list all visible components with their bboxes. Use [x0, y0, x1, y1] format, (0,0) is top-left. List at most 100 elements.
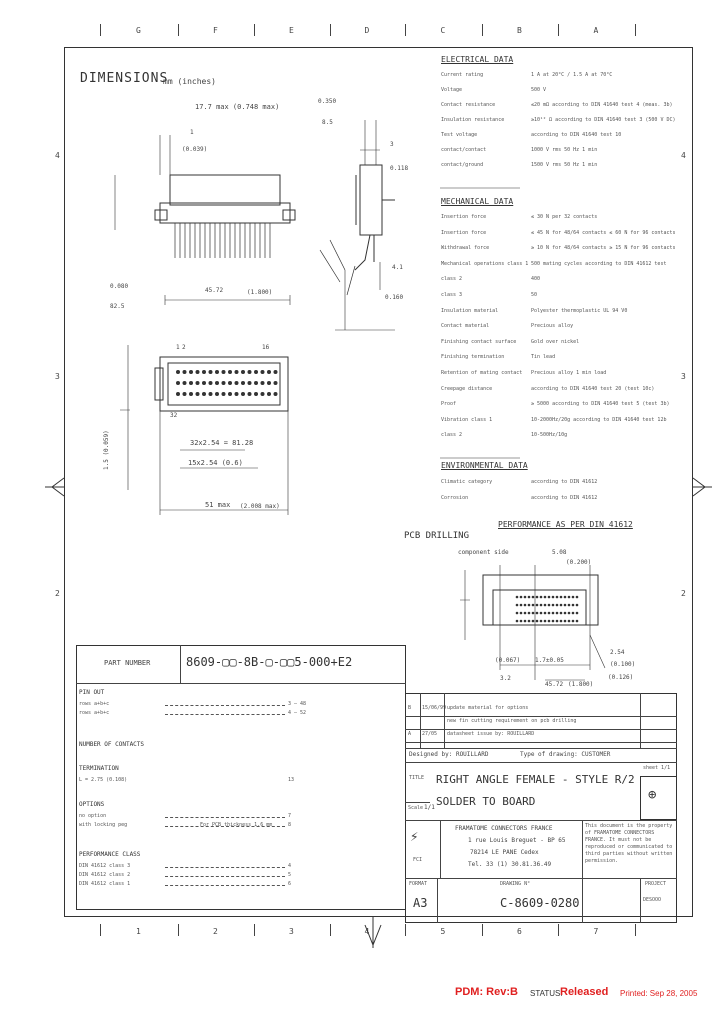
pcb-hole [531, 611, 535, 615]
scale-label: Scale [408, 805, 424, 811]
border-tick [100, 924, 101, 936]
part-section-heading: TERMINATION [79, 765, 119, 772]
electrical-row-label: Voltage [441, 87, 463, 93]
company-logo-text: FCI [413, 857, 423, 863]
rev-divider [405, 742, 677, 743]
contact-pin [202, 381, 206, 385]
contact-pin [228, 392, 232, 396]
part-row-label: L = 2.75 (0.108) [79, 777, 128, 783]
rev-col-line [420, 693, 421, 748]
pcb-hole [567, 603, 571, 607]
part-row-leader [165, 817, 285, 818]
pcb-hole [515, 619, 519, 623]
pcb-hole [559, 595, 563, 599]
border-letter-top: C [440, 26, 446, 35]
drawing-number: C-8609-0280 [500, 896, 580, 910]
rev-col-line [444, 693, 445, 748]
mechanical-row-value: according to DIN 41640 test 20 (test 10c… [531, 385, 655, 392]
electrical-heading: ELECTRICAL DATA [441, 55, 514, 64]
pcb-hole [519, 595, 523, 599]
part-row-code: 5 [288, 872, 292, 878]
mechanical-row-value: ≤ 30 N per 32 contacts [531, 214, 598, 220]
pcb-dim-c: 1.7±0.05 [535, 657, 564, 664]
part-row-leader [165, 885, 285, 886]
mechanical-row-label: Mechanical operations class 1 [441, 260, 529, 267]
title-block [405, 693, 677, 923]
part-row-label: DIN 41612 class 3 [79, 863, 131, 869]
contact-pin [202, 392, 206, 396]
pcb-hole [551, 595, 555, 599]
contact-pin [247, 381, 252, 385]
part-section-heading: PERFORMANCE CLASS [79, 851, 141, 858]
pcb-dim-a: 5.08 [552, 549, 567, 556]
part-number-code: 8609-▢▢-8B-▢-▢▢5-000+E2 [186, 655, 353, 669]
mechanical-row-label: Vibration class 1 [441, 416, 493, 423]
pcb-hole [567, 611, 571, 615]
dim-bottom-left: 0.080 [110, 283, 129, 290]
contact-pin [202, 370, 206, 374]
part-row-code: 6 [288, 881, 292, 887]
electrical-row-value: 1500 V rms 50 Hz 1 min [531, 162, 598, 168]
pcb-hole [575, 595, 579, 599]
electrical-row-label: contact/ground [441, 162, 484, 168]
mechanical-row-value: 400 [531, 276, 541, 283]
contact-pin [241, 381, 245, 385]
border-left-4: 4 [55, 151, 60, 160]
border-number-bottom: 5 [440, 927, 446, 936]
border-tick [254, 24, 255, 36]
contact-pin [260, 381, 265, 385]
dim-left-vert: 1.5 (0.059) [103, 430, 110, 470]
border-tick [635, 924, 636, 936]
border-tick [330, 24, 331, 36]
pcb-hole [539, 619, 543, 623]
border-tick [482, 24, 483, 36]
part-row-code: 13 [288, 777, 295, 783]
electrical-row-label: Test voltage [441, 132, 478, 138]
contact-pin [241, 392, 245, 396]
footer-pdm: PDM: Rev:B [455, 986, 518, 998]
contact-pin [234, 392, 239, 396]
pcb-hole [519, 619, 523, 623]
contact-pin [247, 370, 252, 374]
pcb-hole [563, 595, 567, 599]
company-addr3: Tel. 33 (1) 30.81.36.49 [468, 861, 552, 868]
dimensions-unit: mm (inches) [163, 77, 216, 86]
pcb-hole [555, 595, 559, 599]
dim-pin: 1 [190, 129, 194, 136]
part-row-code: 3 – 48 [288, 701, 307, 707]
pcb-hole [575, 619, 579, 623]
part-row-leader [165, 705, 285, 706]
contact-pin [254, 370, 258, 374]
type-of-drawing: Type of drawing: CUSTOMER [520, 751, 611, 758]
dim-side-b: 8.5 [322, 119, 333, 126]
electrical-row-value: 1 A at 20°C / 1.5 A at 70°C [531, 72, 613, 78]
part-number-label: PART NUMBER [104, 659, 151, 667]
contact-pin [208, 392, 213, 396]
pcb-hole [559, 611, 563, 615]
pcb-hole [523, 619, 527, 623]
rev-text: datasheet issue by: ROUILLARD [447, 731, 535, 737]
part-row-label: DIN 41612 class 2 [79, 872, 131, 878]
contact-pin [221, 381, 226, 385]
electrical-row-value: according to DIN 41640 test 10 [531, 132, 622, 138]
part-row-code: 4 – 52 [288, 710, 307, 716]
contact-pin [215, 392, 219, 396]
dim-top: 17.7 max (0.748 max) [195, 103, 280, 111]
border-left-2: 2 [55, 589, 60, 598]
pcb-hole [567, 619, 571, 623]
pcb-hole [527, 611, 531, 615]
pcb-hole [515, 603, 519, 607]
rev-letter: A [408, 731, 412, 737]
part-row-leader [165, 714, 285, 715]
pcb-hole [539, 603, 543, 607]
pcb-hole [527, 619, 531, 623]
electrical-row-label: Current rating [441, 72, 484, 78]
footer-printed: Printed: Sep 28, 2005 [620, 989, 698, 998]
pcb-hole [567, 595, 571, 599]
pcb-component-side: component side [458, 549, 509, 556]
electrical-row-value: ≥10¹² Ω according to DIN 41640 test 3 (5… [531, 117, 676, 123]
mechanical-row-label: Withdrawal force [441, 245, 490, 252]
pcb-hole [563, 619, 567, 623]
footer-status-label: STATUS: [530, 989, 563, 998]
border-tick [100, 24, 101, 36]
